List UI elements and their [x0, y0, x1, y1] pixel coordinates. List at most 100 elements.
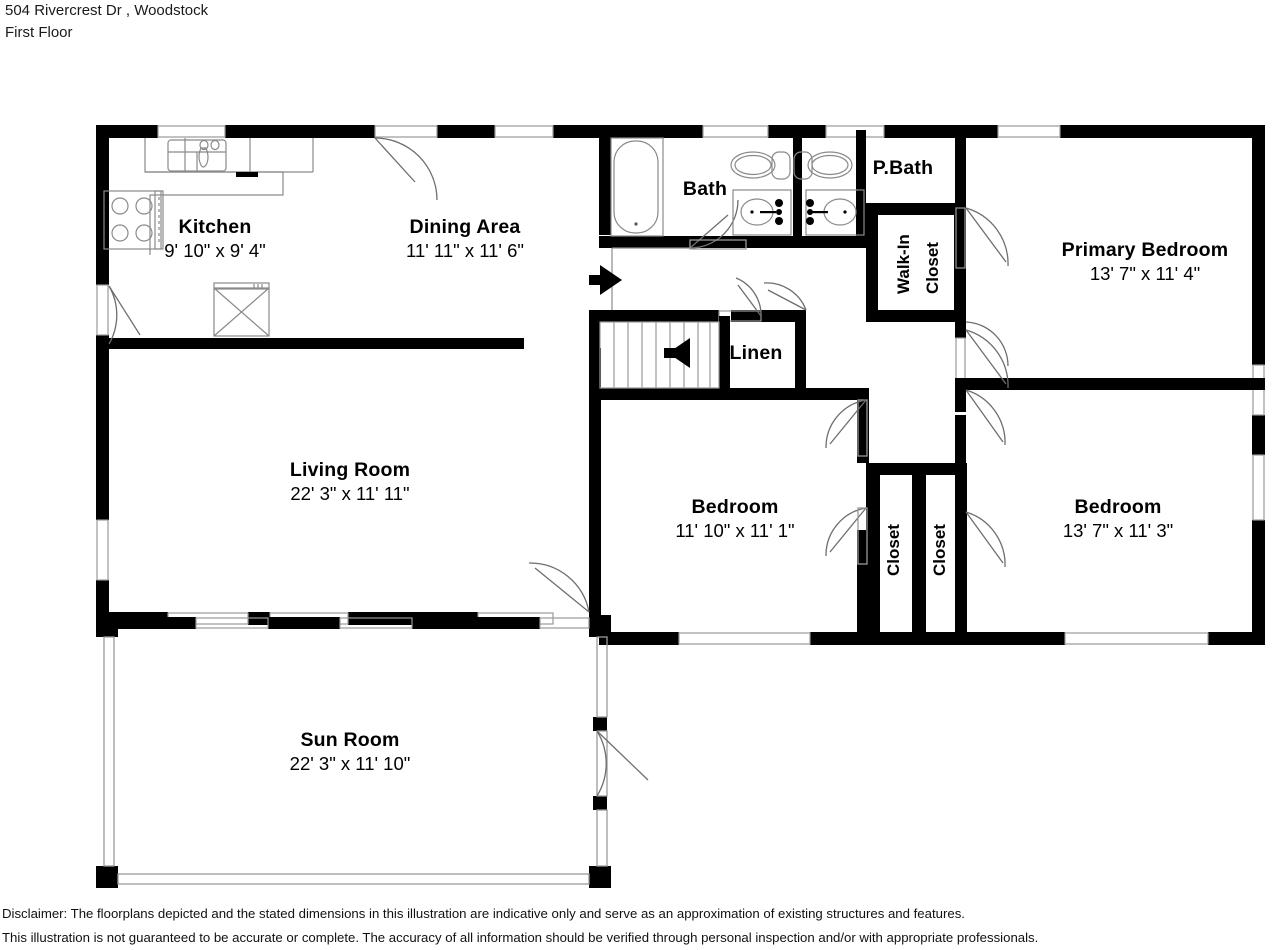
sunroom-post-bl	[96, 866, 118, 888]
wall-bath-mid-vert	[793, 130, 802, 238]
sunroom-window-top-3	[539, 617, 590, 629]
living-room-name: Living Room	[289, 459, 411, 481]
wall-left-seg1	[96, 125, 109, 285]
kitchen-faucet-spout	[198, 147, 209, 168]
room-label-primary-bedroom: Primary Bedroom 13' 7" x 11' 4"	[1000, 239, 1277, 285]
door-leaf-bath	[689, 214, 729, 249]
wall-closet-right-vert	[955, 463, 967, 635]
vanity-bath-faucet	[760, 199, 783, 225]
room-label-bath: Bath	[655, 178, 755, 201]
arrow-left-stairs	[664, 338, 690, 368]
wall-bottom-seg2	[810, 632, 1065, 645]
wall-sunroom-top-seg3	[412, 617, 540, 629]
kitchen-counter-outline	[144, 138, 284, 255]
wall-closet-left-vert	[866, 463, 880, 635]
closet-left-name: Closet	[884, 524, 903, 576]
sunroom-window-top-1	[195, 617, 269, 629]
bedroom-right-name: Bedroom	[1074, 496, 1162, 518]
stove-burner-2	[135, 197, 153, 215]
room-label-closet-right: Closet	[930, 505, 950, 595]
room-label-dining-area: Dining Area 11' 11" x 11' 6"	[365, 216, 565, 262]
arrow-right-hall	[589, 265, 622, 295]
disclaimer-line-1: Disclaimer: The floorplans depicted and …	[2, 906, 965, 921]
door-leaf-hall-bl	[767, 289, 807, 311]
window-top-6	[997, 125, 1061, 138]
door-swing-bedroomleft-closet	[825, 507, 867, 557]
wall-bedroomleft-top	[599, 388, 866, 400]
sunroom-post-tr	[589, 615, 611, 637]
room-label-living-room: Living Room 22' 3" x 11' 11"	[250, 459, 450, 505]
direction-arrow-group	[589, 265, 690, 368]
window-group-top	[157, 125, 1061, 138]
wall-primary-left-seg1	[955, 130, 966, 208]
window-left-1	[96, 284, 109, 336]
bathtub-surround	[610, 137, 664, 237]
toilet-pbath-bowl	[807, 151, 853, 179]
window-left-2	[96, 519, 109, 581]
wall-wic-bottom	[866, 310, 966, 322]
door-leaf-kitchen-entry	[108, 285, 141, 336]
door-swing-group	[108, 137, 1009, 797]
floor-plan-drawing	[96, 125, 1265, 888]
kitchen-dimensions: 9' 10" x 9' 4"	[164, 240, 266, 261]
stove-burner-4	[135, 224, 153, 242]
wall-dining-right	[599, 125, 611, 235]
sunroom-glass-walls	[103, 636, 608, 885]
plan-header: 504 Rivercrest Dr , Woodstock First Floo…	[5, 0, 208, 44]
stove-burner-1	[111, 197, 129, 215]
wall-wic-right	[954, 203, 966, 315]
window-right-2	[1252, 454, 1265, 521]
walk-in-closet-line2: Closet	[923, 242, 942, 294]
wall-wic-top	[866, 203, 966, 215]
wall-bedroomright-left-seg1	[955, 390, 966, 412]
sunroom-window-top-2	[339, 617, 413, 629]
wall-top-seg2	[225, 125, 375, 138]
kitchen-appliance-box	[213, 287, 270, 337]
sunroom-post-tl	[96, 615, 118, 637]
sunroom-glass-right-2	[596, 730, 608, 797]
stair-outline	[599, 321, 720, 389]
sunroom-post-right-mid2	[593, 796, 607, 810]
bedroom-right-dimensions: 13' 7" x 11' 3"	[1062, 520, 1174, 541]
door-swing-dining	[374, 137, 438, 201]
door-leaf-bl-top	[829, 399, 867, 445]
vanity-pbath-counter	[805, 189, 865, 236]
door-leaf-primary-2	[965, 329, 1007, 385]
bathtub-drain	[634, 222, 638, 226]
pbath-name: P.Bath	[872, 157, 934, 179]
room-label-sun-room: Sun Room 22' 3" x 11' 10"	[250, 729, 450, 775]
bedroom-left-name: Bedroom	[691, 496, 779, 518]
door-swing-hall-bedroomleft	[763, 282, 807, 311]
kitchen-appliance-top	[213, 282, 270, 290]
wall-primary-bottom	[955, 378, 1265, 390]
bath-name: Bath	[682, 178, 728, 200]
vanity-pbath-faucet	[806, 199, 828, 225]
wall-hall-top-seg1	[599, 310, 719, 322]
sunroom-glass-right-1	[596, 636, 608, 718]
door-leaf-linen	[737, 284, 762, 317]
linen-name: Linen	[729, 342, 783, 364]
door-swing-linen	[735, 277, 762, 317]
sunroom-glass-left	[103, 636, 115, 867]
sunroom-post-br	[589, 866, 611, 888]
door-leaf-bl-closet	[829, 507, 867, 553]
kitchen-stove-body	[103, 190, 162, 250]
wall-left-seg3	[96, 580, 109, 620]
kitchen-undercounter-unit	[236, 172, 258, 177]
sunroom-glass-right-3	[596, 809, 608, 867]
wall-living-top	[109, 338, 524, 349]
door-swing-bedroomright-1	[965, 389, 1006, 446]
wall-pbath-right	[856, 130, 866, 242]
disclaimer-line-2: This illustration is not guaranteed to b…	[2, 930, 1039, 945]
wall-bath-bottom2	[746, 236, 866, 248]
wall-left-seg2	[96, 335, 109, 520]
wall-right-seg2	[1252, 415, 1265, 455]
wall-hall-right-upper	[866, 203, 878, 321]
vanity-pbath-drain	[843, 210, 847, 214]
door-swing-sunroom	[596, 730, 607, 797]
toilet-pbath-bowl-inner	[811, 154, 849, 176]
walk-in-closet-line1: Walk-In	[894, 234, 913, 294]
window-top-3	[494, 125, 554, 138]
wall-primary-left-seg2	[955, 310, 966, 338]
window-top-1	[157, 125, 226, 138]
